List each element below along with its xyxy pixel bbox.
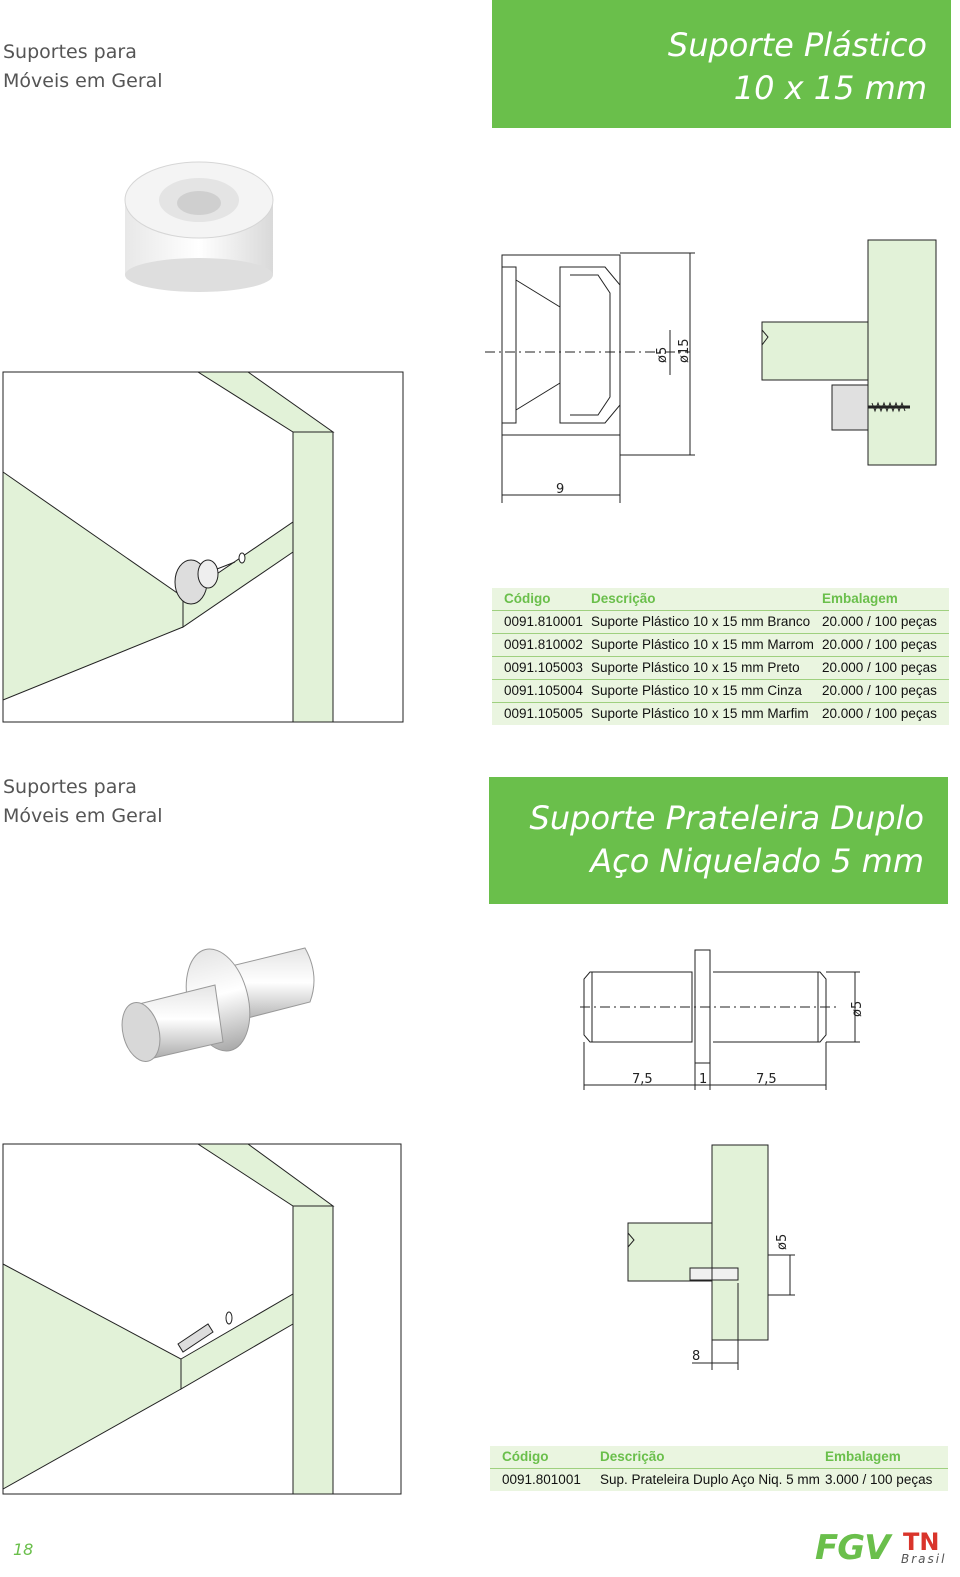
product-table: Código Descrição Embalagem 0091.810001 S…	[492, 588, 949, 725]
brand-logo: FGV TN Brasil	[815, 1528, 947, 1568]
technical-drawing: ø5 ø15 9	[485, 252, 695, 503]
product-table: Código Descrição Embalagem 0091.801001 S…	[490, 1446, 948, 1491]
column-packaging: Embalagem	[822, 591, 898, 606]
column-packaging: Embalagem	[825, 1449, 901, 1464]
column-description: Descrição	[600, 1449, 665, 1464]
dimension-depth: 8	[692, 1349, 700, 1364]
dimension-collar: 1	[699, 1072, 707, 1087]
category-label: Suportes para Móveis em Geral	[3, 776, 163, 827]
perspective-panel-diagram	[2, 371, 404, 723]
dimension-right-length: 7,5	[756, 1072, 777, 1087]
product-subtitle: Aço Niquelado 5 mm	[590, 842, 924, 880]
product-subtitle: 10 x 15 mm	[733, 69, 927, 107]
column-description: Descrição	[591, 591, 656, 606]
installation-diagram: ø5 8	[627, 1144, 795, 1370]
product-title: Suporte Plástico	[667, 26, 927, 64]
column-code: Código	[502, 1449, 549, 1464]
product-photo	[121, 947, 315, 1062]
category-label: Suportes para Móveis em Geral	[3, 41, 163, 92]
dimension-left-length: 7,5	[632, 1072, 653, 1087]
dimension-inner-diameter: ø5	[655, 347, 670, 363]
column-code: Código	[504, 591, 551, 606]
technical-drawing: ø5 7,5 1 7,5	[580, 949, 865, 1090]
table-row: 0091.810001 Suporte Plástico 10 x 15 mm …	[492, 611, 949, 634]
table-header: Código Descrição Embalagem	[492, 588, 949, 611]
product-title-banner: Suporte Plástico 10 x 15 mm	[492, 0, 951, 128]
dimension-install-diameter: ø5	[775, 1234, 790, 1250]
perspective-panel-diagram	[2, 1143, 402, 1495]
table-header: Código Descrição Embalagem	[490, 1446, 948, 1469]
product-title-banner: Suporte Prateleira Duplo Aço Niquelado 5…	[489, 777, 948, 904]
dimension-outer-diameter: ø15	[677, 339, 692, 364]
table-row: 0091.105003 Suporte Plástico 10 x 15 mm …	[492, 657, 949, 680]
dimension-diameter: ø5	[850, 1001, 865, 1017]
table-row: 0091.105004 Suporte Plástico 10 x 15 mm …	[492, 680, 949, 703]
product-title: Suporte Prateleira Duplo	[529, 799, 924, 837]
table-row: 0091.810002 Suporte Plástico 10 x 15 mm …	[492, 634, 949, 657]
dimension-length: 9	[556, 482, 564, 497]
table-row: 0091.801001 Sup. Prateleira Duplo Aço Ni…	[502, 1472, 933, 1487]
product-photo	[124, 161, 274, 292]
page-number: 18	[13, 1540, 34, 1559]
table-row: 0091.105005 Suporte Plástico 10 x 15 mm …	[504, 706, 937, 721]
installation-diagram	[761, 239, 937, 466]
